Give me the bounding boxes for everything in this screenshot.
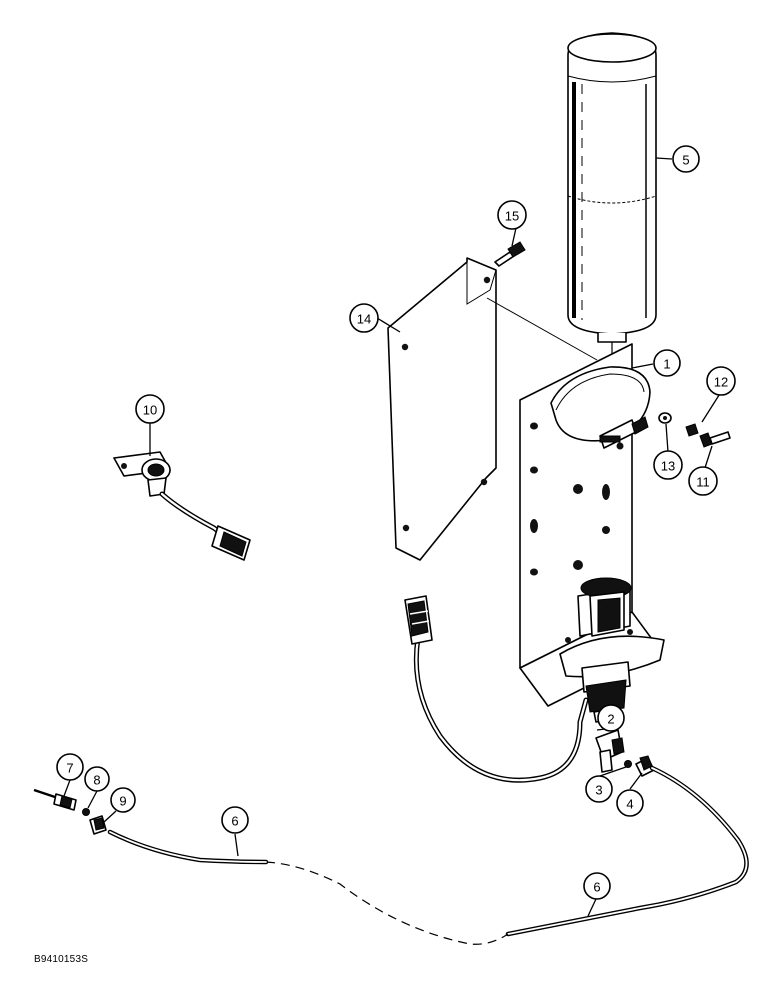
mounting-screw [494,241,526,267]
callout-8-label: 8 [93,773,100,788]
clamp-band [550,366,651,449]
callout-14: 14 [349,303,379,333]
callout-6-right: 6 [583,872,611,900]
callout-6-right-label: 6 [593,880,600,895]
callout-1-label: 1 [663,357,670,372]
callout-12: 12 [706,366,736,396]
callout-11-label: 11 [696,475,710,490]
cover-plate [387,257,497,561]
callout-15-label: 15 [505,209,519,224]
pressure-switch [559,577,665,723]
callout-6-left: 6 [221,806,249,834]
callout-11: 11 [688,466,718,496]
callout-3: 3 [585,775,613,803]
callout-15: 15 [497,200,527,230]
switch-wire-harness [404,595,589,783]
callout-7: 7 [56,753,84,781]
callout-10-label: 10 [143,403,157,418]
refrigerant-tube-right [505,765,749,937]
callout-5-label: 5 [682,153,689,168]
callout-6-left-label: 6 [231,814,238,829]
callout-9-label: 9 [119,794,126,809]
oring-and-nut [624,755,655,777]
thermostat-switch [113,451,251,561]
callout-7-label: 7 [66,761,73,776]
callout-10: 10 [135,394,165,424]
callout-1: 1 [653,349,681,377]
callout-13-label: 13 [661,459,675,474]
callout-2: 2 [597,704,625,732]
bolt-washer-nut [658,412,731,448]
callout-5: 5 [672,145,700,173]
callout-12-label: 12 [714,375,728,390]
receiver-drier-cylinder [567,32,657,343]
callout-4: 4 [616,789,644,817]
refrigerant-tube-left [107,829,269,865]
callout-8: 8 [84,766,110,792]
elbow-fitting [595,729,625,773]
callout-4-label: 4 [626,797,633,812]
figure-code: B9410153S [34,954,89,965]
tube-continuation-line [265,861,509,945]
callout-3-label: 3 [595,783,602,798]
callout-2-label: 2 [607,712,614,727]
callout-14-label: 14 [357,312,371,327]
temperature-probe [33,788,107,835]
callout-9: 9 [110,787,136,813]
callout-13: 13 [653,450,683,480]
